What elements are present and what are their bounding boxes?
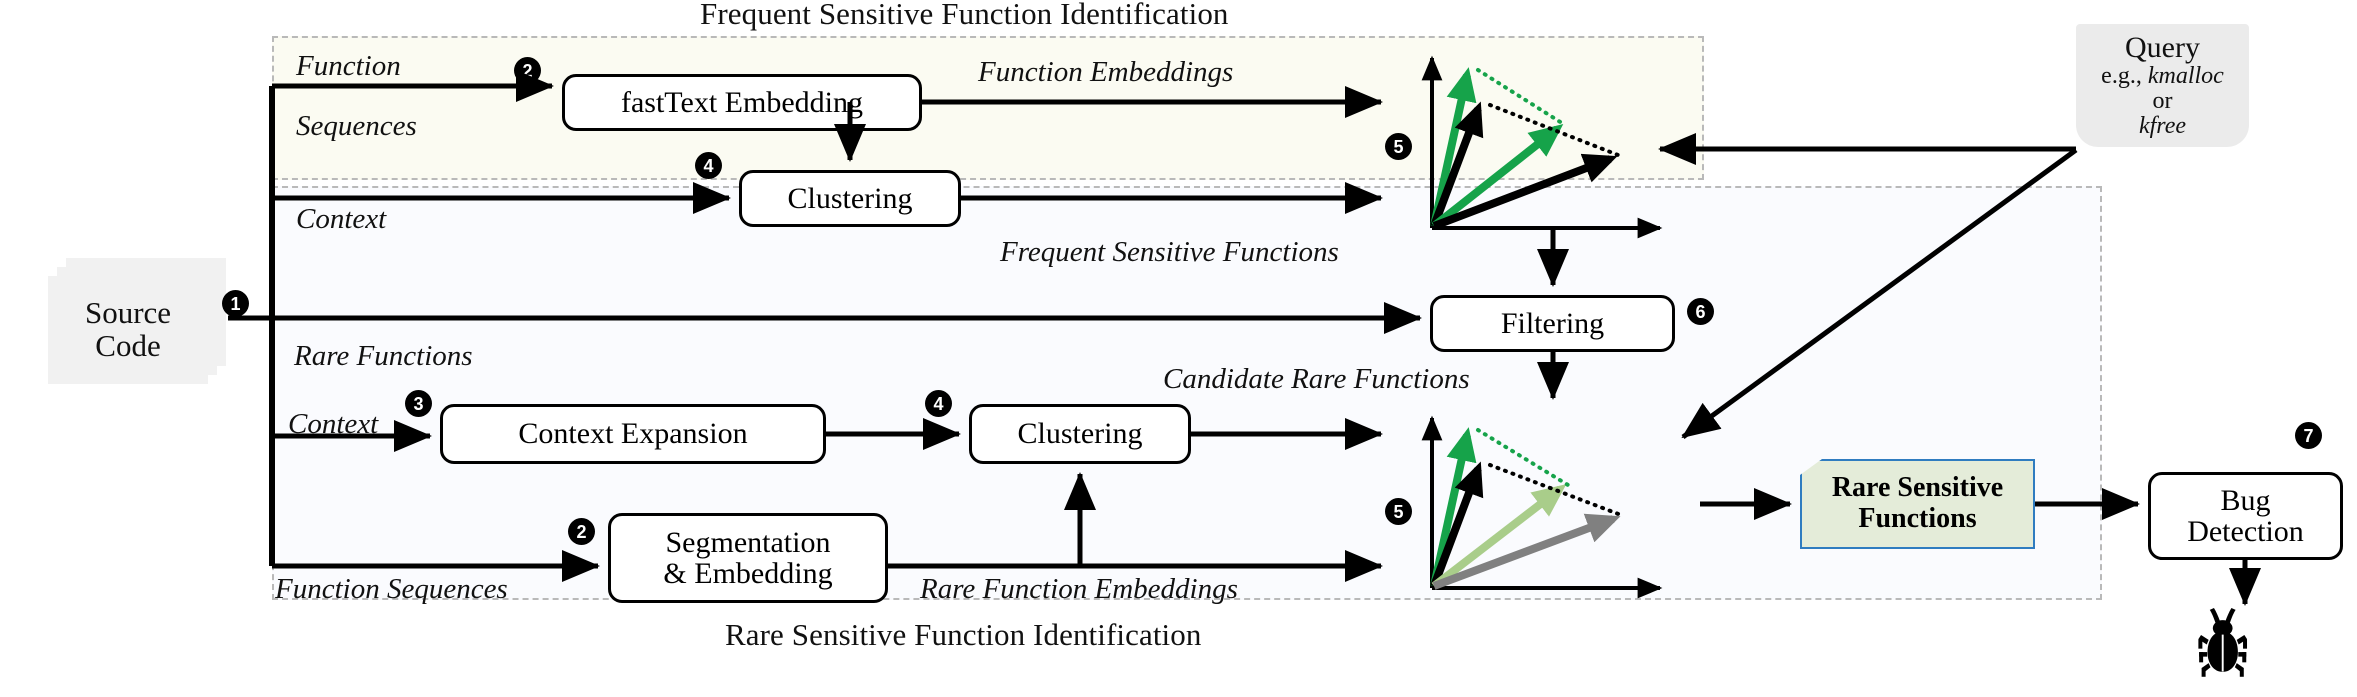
query-box: Query e.g., kmalloc or kfree <box>2076 24 2249 147</box>
source-code-label: Source Code <box>48 276 208 384</box>
query-function-2: kfree <box>2138 112 2187 139</box>
step-badge-2b: 2 <box>568 518 595 545</box>
step-badge-3: 3 <box>405 390 432 417</box>
step-badge-4b: 4 <box>925 390 952 417</box>
callout-label: Rare Sensitive Functions <box>1800 459 2035 549</box>
bug-detection-line2: Detection <box>2187 515 2304 548</box>
box-clustering-rare[interactable]: Clustering <box>969 404 1191 464</box>
label-sequences: Sequences <box>296 110 417 142</box>
label-candidate-rare-functions: Candidate Rare Functions <box>1163 363 1470 395</box>
source-code-line1: Source <box>84 295 172 331</box>
source-code-line2: Code <box>95 328 161 363</box>
callout-line1: Rare Sensitive <box>1831 472 2004 504</box>
step-badge-4a: 4 <box>695 152 722 179</box>
label-function-sequences: Function Sequences <box>275 573 508 605</box>
callout-rare-sensitive-functions[interactable]: Rare Sensitive Functions <box>1800 459 2035 549</box>
source-code-document: Source Code <box>48 258 226 384</box>
segmentation-line1: Segmentation <box>665 525 831 559</box>
segmentation-line2: & Embedding <box>663 557 833 590</box>
query-eg-function: kmalloc <box>2147 62 2224 89</box>
doc-sheet-front <box>48 276 208 384</box>
bug-icon <box>2198 608 2248 677</box>
query-eg-prefix: e.g., <box>2101 62 2142 89</box>
label-context-bottom: Context <box>288 408 379 440</box>
step-badge-5b: 5 <box>1385 498 1412 525</box>
label-frequent-sensitive-functions: Frequent Sensitive Functions <box>1000 236 1339 268</box>
box-filtering[interactable]: Filtering <box>1430 295 1675 352</box>
label-function: Function <box>296 50 401 82</box>
box-segmentation-embedding[interactable]: Segmentation & Embedding <box>608 513 888 603</box>
callout-line2: Functions <box>1858 503 1977 534</box>
box-clustering-frequent[interactable]: Clustering <box>739 170 961 227</box>
step-badge-5a: 5 <box>1385 133 1412 160</box>
query-or: or <box>2152 87 2173 114</box>
label-function-embeddings: Function Embeddings <box>978 56 1234 88</box>
step-badge-2a: 2 <box>514 57 541 84</box>
step-badge-6: 6 <box>1687 298 1714 325</box>
step-badge-1: 1 <box>222 290 249 317</box>
box-bug-detection[interactable]: Bug Detection <box>2148 472 2343 560</box>
region-rare-title: Rare Sensitive Function Identification <box>725 617 1202 652</box>
query-title: Query <box>2125 31 2200 65</box>
label-context-top: Context <box>296 203 387 235</box>
label-rare-function-embeddings: Rare Function Embeddings <box>920 573 1238 605</box>
query-example: e.g., kmalloc <box>2101 62 2224 89</box>
step-badge-7: 7 <box>2295 422 2322 449</box>
label-rare-functions: Rare Functions <box>294 340 473 372</box>
box-context-expansion[interactable]: Context Expansion <box>440 404 826 464</box>
bug-detection-line1: Bug <box>2220 483 2271 517</box>
region-frequent-title: Frequent Sensitive Function Identificati… <box>700 0 1229 31</box>
callout-shape <box>1800 459 2035 549</box>
box-fasttext-embedding[interactable]: fastText Embedding <box>562 74 922 131</box>
